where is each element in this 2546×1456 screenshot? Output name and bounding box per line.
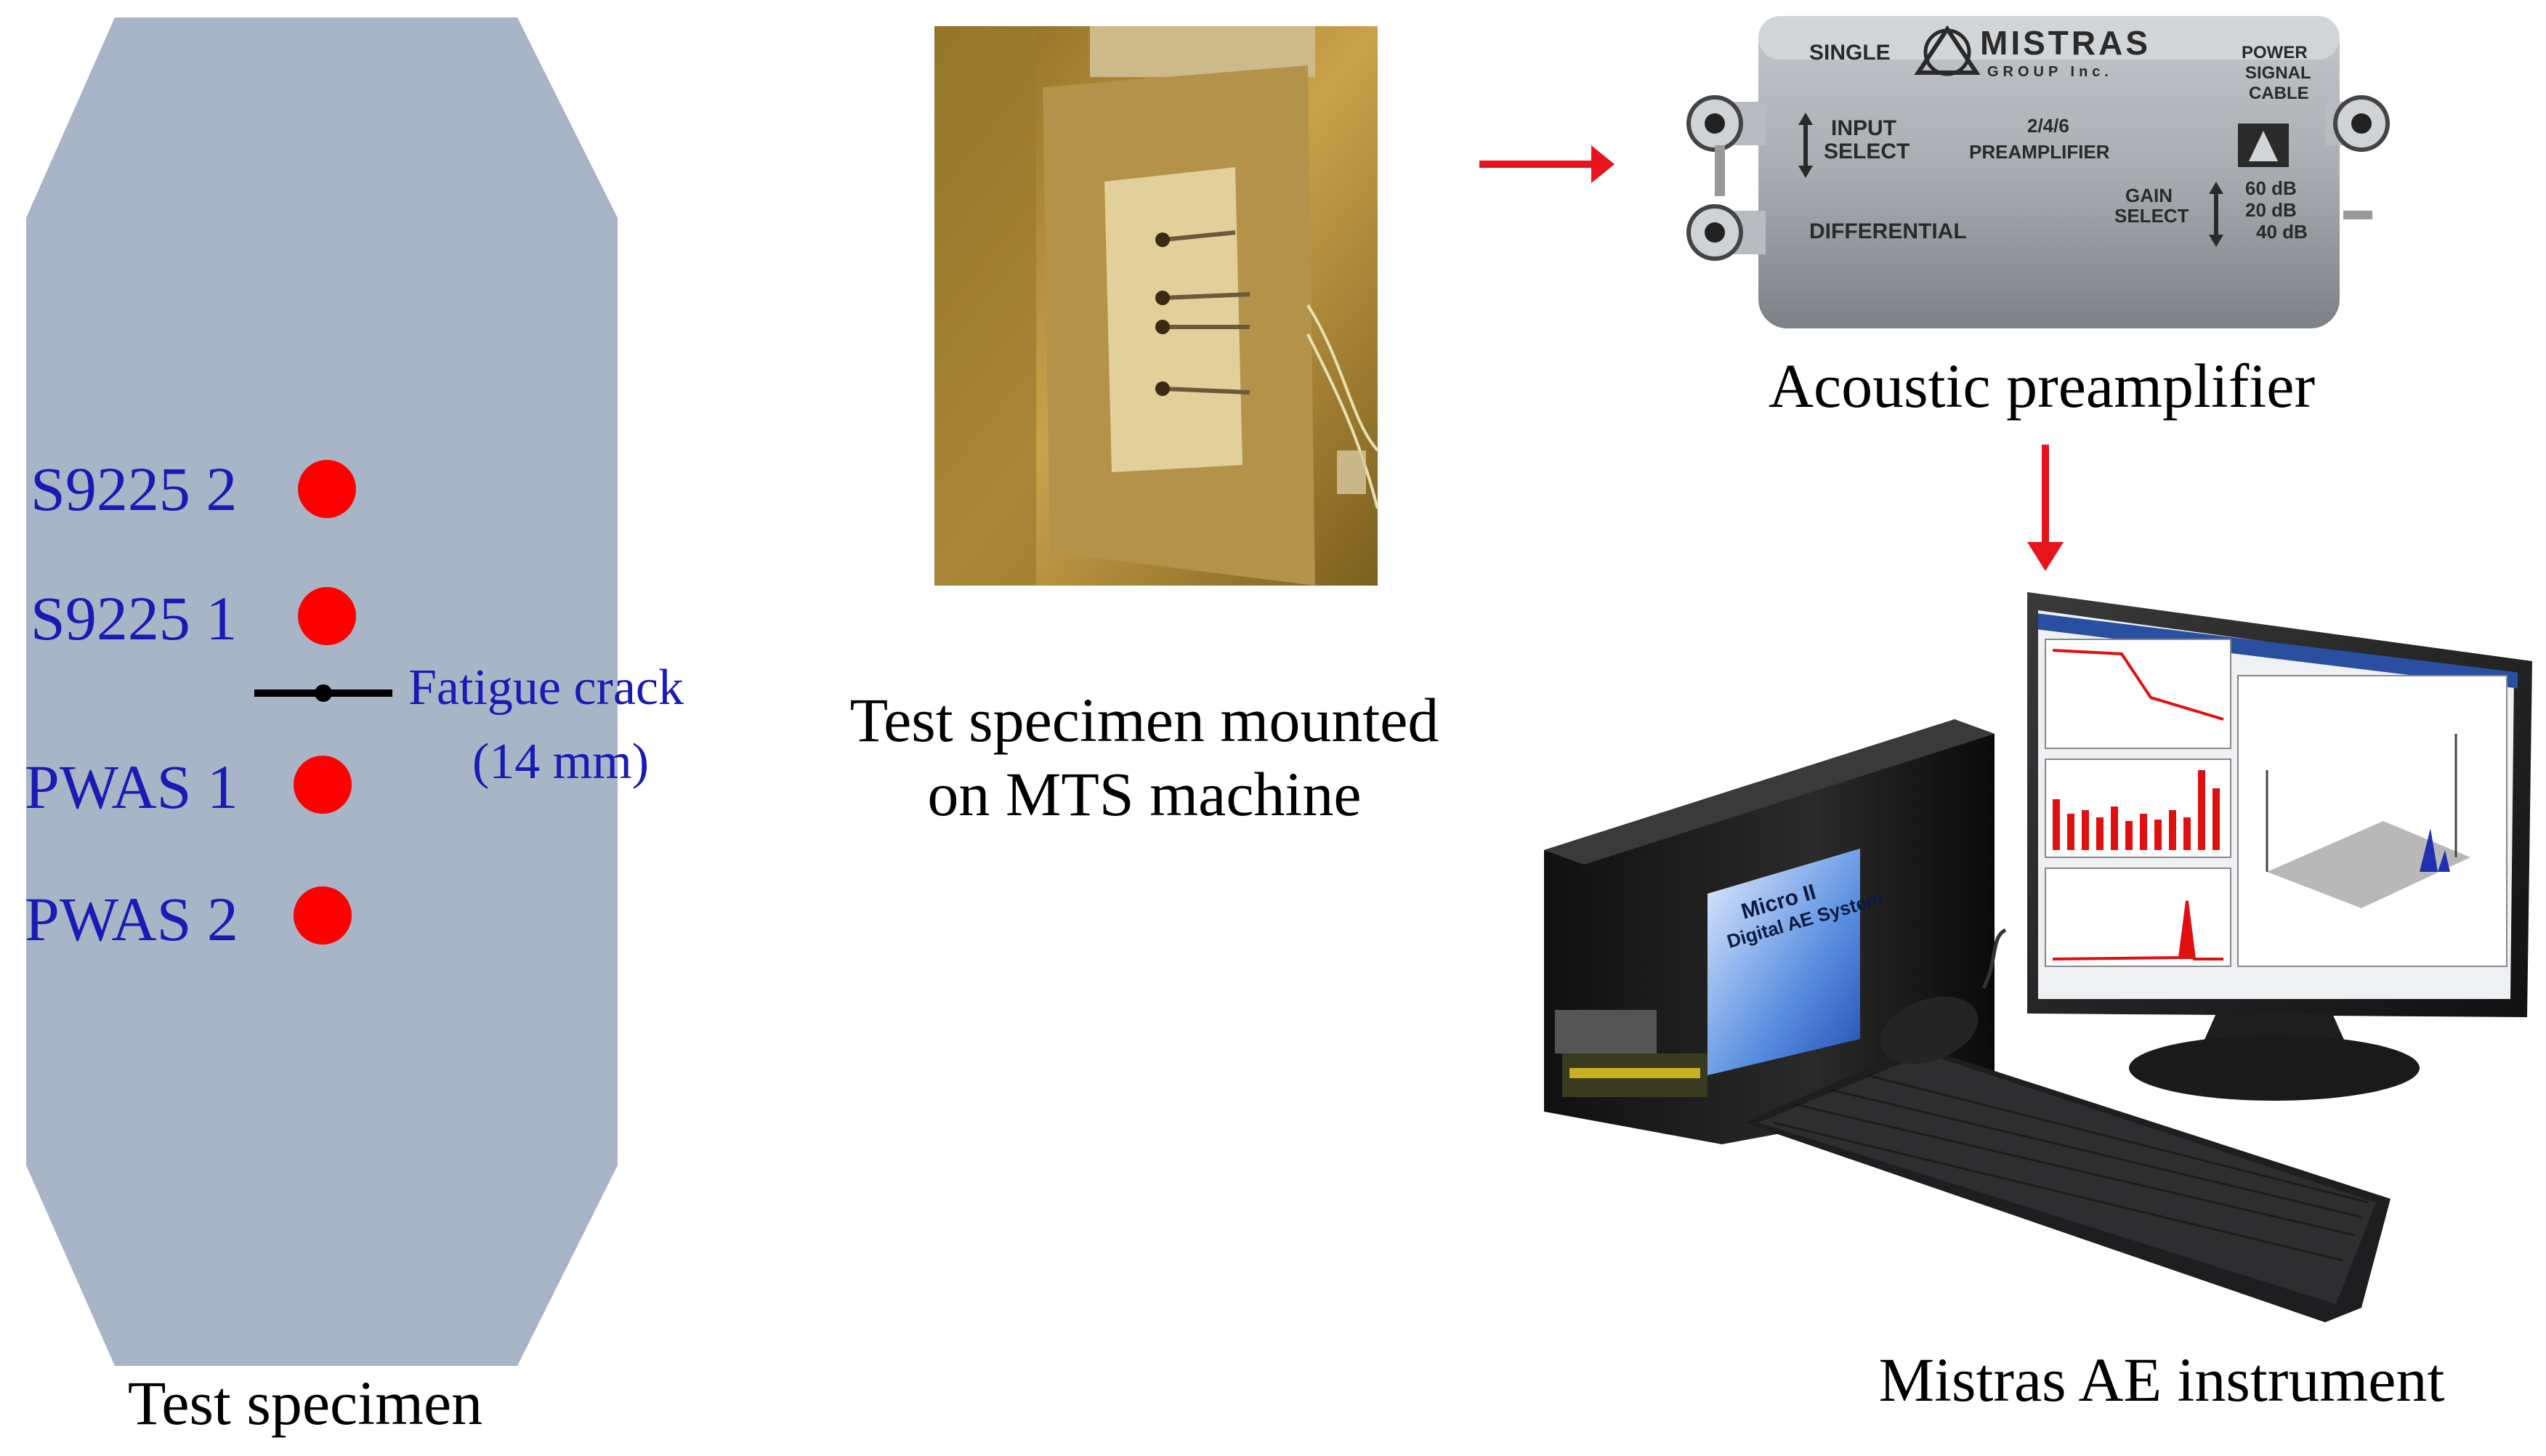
sensor-dot-pwas-1 [294, 756, 352, 814]
pre-model: 2/4/6 [2027, 115, 2069, 137]
ae-instrument: Micro II Digital AE System [1544, 592, 2532, 1322]
arrow-down [2027, 445, 2064, 571]
pre-brand: MISTRAS [1980, 24, 2151, 62]
photo-caption-line2: on MTS machine [927, 759, 1362, 829]
specimen-photo [934, 26, 1379, 586]
pre-cable: CABLE [2249, 84, 2309, 103]
sensor-label-s9225-1: S9225 1 [31, 583, 238, 653]
pre-gain-40: 40 dB [2256, 221, 2308, 243]
sensor-dot-s9225-2 [298, 460, 356, 518]
sensor-label-pwas-1: PWAS 1 [25, 752, 238, 822]
pre-brand-sub: GROUP Inc. [1987, 64, 2113, 80]
specimen-caption: Test specimen [127, 1368, 483, 1438]
fatigue-crack-label: Fatigue crack [408, 660, 684, 716]
photo-caption-line1: Test specimen mounted [849, 685, 1439, 755]
pre-gain-60: 60 dB [2245, 177, 2297, 199]
pre-input: INPUT [1831, 116, 1896, 140]
sensor-label-s9225-2: S9225 2 [31, 454, 238, 524]
pre-single: SINGLE [1809, 41, 1891, 65]
arrow-right [1479, 145, 1615, 183]
pre-differential: DIFFERENTIAL [1809, 219, 1967, 243]
instrument-caption: Mistras AE instrument [1878, 1345, 2445, 1415]
sensor-dot-pwas-2 [294, 886, 352, 945]
pre-model-name: PREAMPLIFIER [1969, 141, 2110, 163]
preamplifier-device: SINGLE MISTRAS GROUP Inc. POWER SIGNAL C… [1686, 16, 2390, 328]
pre-power: POWER [2242, 43, 2308, 62]
fatigue-crack-size: (14 mm) [472, 734, 650, 790]
sensor-label-pwas-2: PWAS 2 [25, 884, 238, 954]
preamplifier-caption: Acoustic preamplifier [1768, 351, 2316, 421]
pre-select: SELECT [1824, 139, 1910, 163]
pre-gain-select: SELECT [2114, 205, 2189, 227]
fatigue-crack-center [315, 684, 332, 702]
sensor-dot-s9225-1 [298, 587, 356, 645]
pre-gain-20: 20 dB [2245, 199, 2297, 221]
pre-signal: SIGNAL [2245, 63, 2311, 83]
pre-gain: GAIN [2125, 185, 2173, 206]
